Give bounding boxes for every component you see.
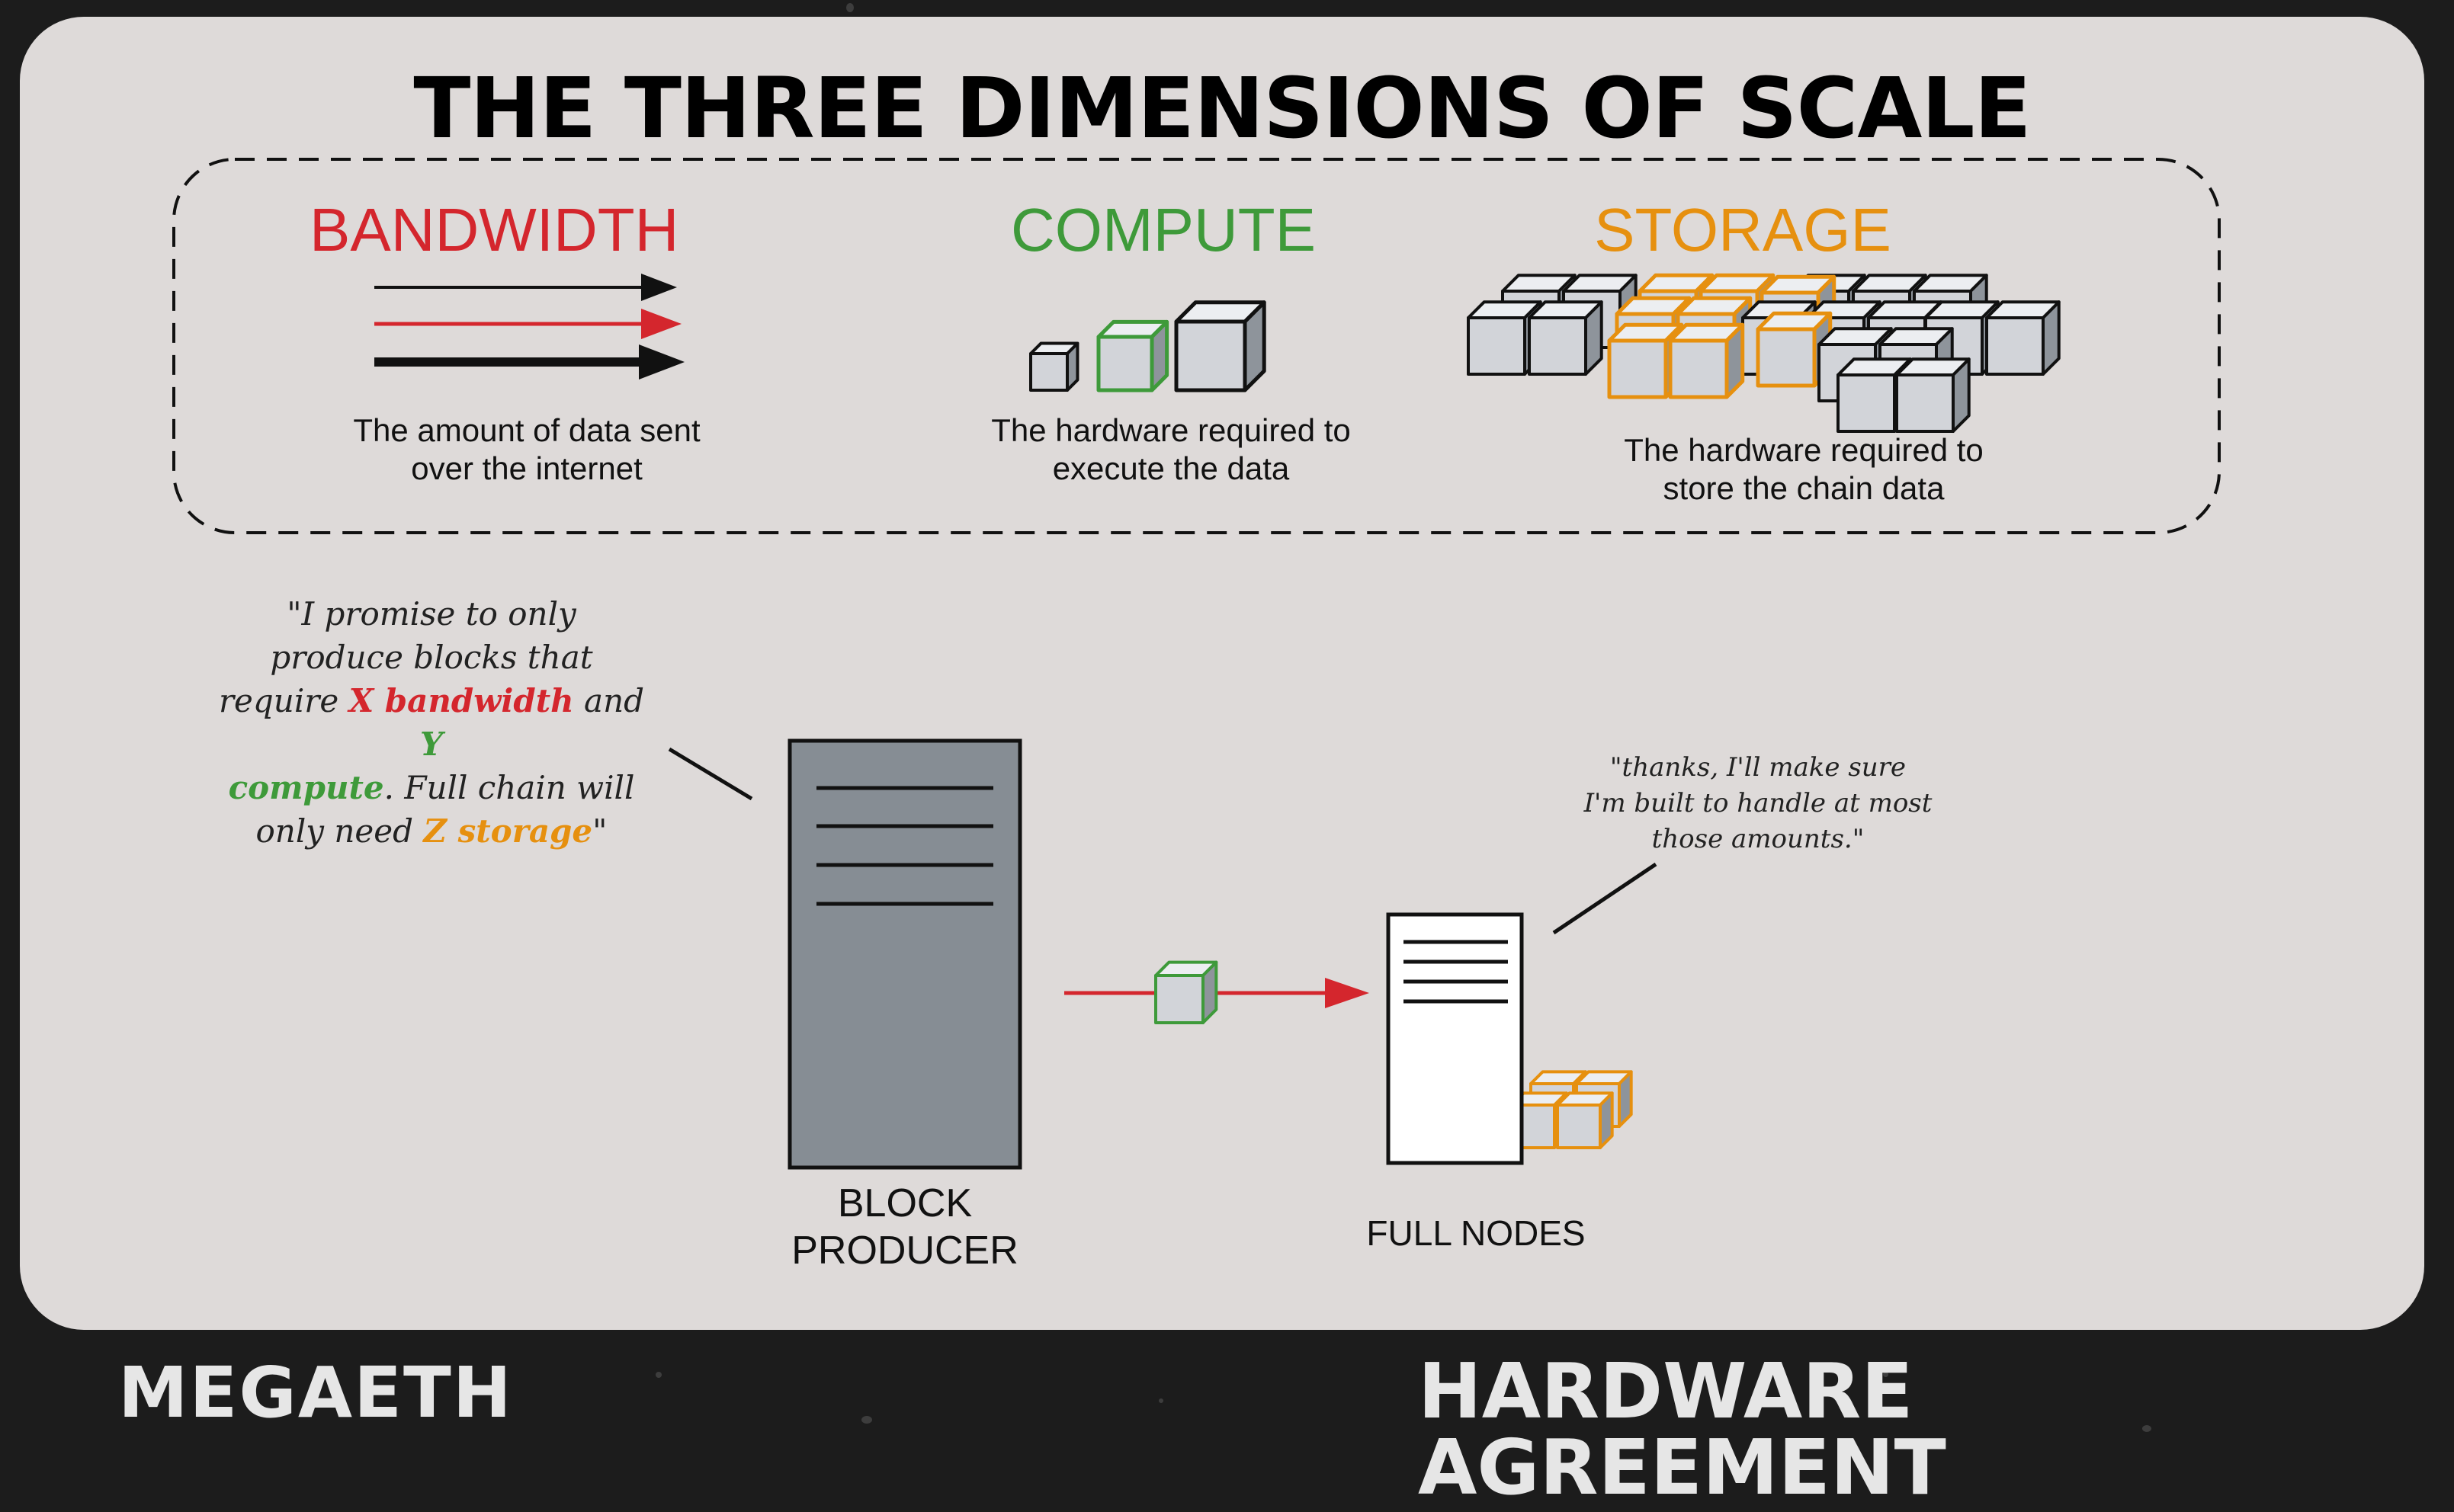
quote-line: "thanks, I'll make sure <box>1609 752 1907 783</box>
node-speech-pointer <box>1552 862 1657 935</box>
footer-caption: HARDWARE AGREEMENT <box>1418 1347 1946 1512</box>
footer-brand: MEGAETH <box>118 1352 513 1434</box>
quote-line: those amounts." <box>1651 824 1865 854</box>
bandwidth-description-line: The amount of data sent <box>353 412 701 448</box>
bandwidth-term: X bandwidth <box>348 682 574 719</box>
quote-text: " <box>592 812 608 850</box>
background-speck <box>2142 1425 2151 1432</box>
background-speck <box>656 1372 662 1378</box>
storage-description: The hardware required to store the chain… <box>1552 431 2055 508</box>
background-speck <box>861 1416 872 1424</box>
cube <box>1154 960 1218 1024</box>
block-producer-server-icon <box>788 738 1022 1170</box>
diagram-card: THE THREE DIMENSIONS OF SCALE <box>20 17 2424 1330</box>
quote-line: I'm built to handle at most <box>1583 788 1933 818</box>
cube <box>1668 322 1745 399</box>
compute-cubes-icon <box>1029 300 1266 392</box>
cube <box>1985 300 2061 376</box>
cube <box>1096 319 1169 392</box>
cube <box>1556 1091 1614 1149</box>
quote-line: produce blocks that <box>270 639 593 676</box>
quote-text: and <box>573 682 645 719</box>
quote-line: "I promise to only <box>287 595 576 633</box>
compute-description: The hardware required to execute the dat… <box>919 412 1423 488</box>
quote-line: compute. Full chain will <box>203 766 660 809</box>
bandwidth-title: BANDWIDTH <box>310 196 679 264</box>
bandwidth-arrows-icon <box>374 274 685 380</box>
label-line: PRODUCER <box>791 1228 1018 1273</box>
storage-description-line: store the chain data <box>1663 470 1945 506</box>
full-node-reply-quote: "thanks, I'll make sure I'm built to han… <box>1537 750 1979 857</box>
quote-text: . Full chain will <box>383 769 635 806</box>
storage-term: Z storage <box>423 812 593 850</box>
transfer-block-cube-icon <box>1154 960 1218 1024</box>
producer-speech-pointer <box>668 747 753 801</box>
producer-promise-quote: "I promise to only produce blocks that r… <box>203 592 660 853</box>
block-producer-label: BLOCK PRODUCER <box>752 1180 1057 1274</box>
cube <box>1528 300 1603 376</box>
background-speck <box>1159 1398 1163 1403</box>
diagram-title: THE THREE DIMENSIONS OF SCALE <box>413 59 2031 157</box>
compute-description-line: The hardware required to <box>991 412 1351 448</box>
background-speck <box>846 3 854 12</box>
compute-term: compute <box>228 769 384 806</box>
compute-variable: Y <box>420 726 443 763</box>
quote-line: require X bandwidth and Y <box>203 679 660 766</box>
full-nodes-label: FULL NODES <box>1366 1213 1586 1253</box>
quote-text: require <box>218 682 349 719</box>
quote-line: only need Z storage" <box>203 809 660 853</box>
full-node-server-icon <box>1386 912 1524 1165</box>
bandwidth-description-line: over the internet <box>411 450 643 486</box>
full-node-storage-cubes-icon <box>1510 1070 1633 1149</box>
cube <box>1895 357 1971 433</box>
quote-text: only need <box>255 812 424 850</box>
diagram-canvas <box>172 158 2221 1170</box>
background-speck <box>1883 1372 1888 1377</box>
bandwidth-description: The amount of data sent over the interne… <box>279 412 775 488</box>
compute-description-line: execute the data <box>1052 450 1290 486</box>
cube <box>1174 300 1266 392</box>
storage-title: STORAGE <box>1594 196 1891 264</box>
storage-cubes-icon <box>1467 273 2061 433</box>
compute-title: COMPUTE <box>1011 196 1316 264</box>
dimensions-dashed-frame <box>172 158 2221 534</box>
label-line: BLOCK <box>837 1181 973 1225</box>
cube <box>1029 341 1079 392</box>
storage-description-line: The hardware required to <box>1624 432 1984 468</box>
